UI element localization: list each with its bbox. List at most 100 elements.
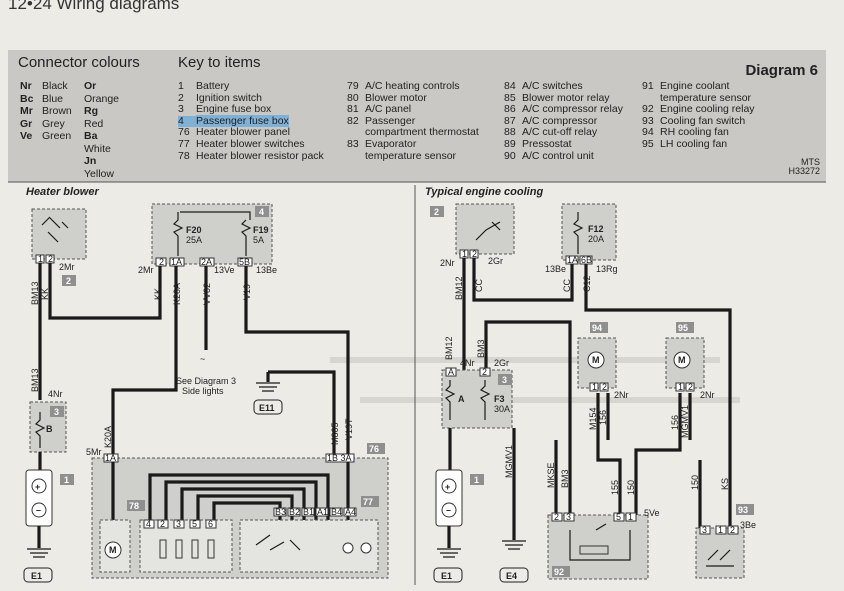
tag-77 [361,496,379,507]
key-item-text: Cooling fan switch [660,114,746,127]
key-item-text: Passenger [365,114,416,127]
term-13be: 13Be [256,265,277,275]
svg-text:B4: B4 [331,507,342,517]
key-item-text: A/C compressor [522,114,598,127]
colour-name: Green [42,130,72,142]
svg-text:B: B [46,424,53,434]
earth-e4-symbol [502,540,526,550]
blower-motor [104,541,122,559]
colour-row: OrOrange [84,80,119,105]
tag-92-text: 92 [554,567,564,577]
label-cc-b: CC [562,279,572,292]
ignition-switch-c-contacts [475,221,501,241]
label-156-b: 156 [670,415,680,430]
svg-text:5: 5 [616,512,621,522]
svg-text:A4: A4 [345,507,356,517]
svg-text:B2: B2 [289,507,300,517]
key-item-text: Engine cooling relay [660,103,755,116]
colour-row: RgRed [84,105,119,130]
fuse-f12-symbol [572,212,584,254]
label-kk-b: KK [153,288,163,300]
key-to-items-title: Key to items [178,54,261,71]
colour-code: Mr [20,105,33,117]
tag-93-text: 93 [738,505,748,515]
colour-name: Black [42,80,68,92]
colour-code: Gr [20,117,33,130]
label-150-a: 150 [626,480,636,495]
key-item-number: 89 [504,137,516,150]
earth-e1-label-c: E1 [441,571,452,581]
wire-k20a [111,266,178,458]
tag-3-text: 3 [54,407,59,417]
tag-4 [255,206,269,217]
term-2gr-c2: 2Gr [494,358,509,368]
key-item-text: Engine fuse box [196,103,272,116]
earth-e4-label: E4 [506,571,517,581]
svg-text:2: 2 [602,382,607,392]
label-v19: V19 [242,284,252,300]
svg-text:M: M [678,355,686,365]
svg-text:1A: 1A [105,453,116,463]
ignition-switch-c [455,203,515,255]
key-item: temperature sensor [642,91,755,105]
label-156-a: 156 [598,410,608,425]
connector-colours-title: Connector colours [18,54,140,71]
fuse-a-f3-symbols [444,380,491,420]
key-item-text: temperature sensor [365,149,457,162]
page-header: 12•24 Wiring diagrams [0,0,844,44]
key-item-text: LH cooling fan [660,137,728,150]
svg-text:1: 1 [718,525,723,535]
svg-text:5: 5 [192,519,197,529]
colour-code: Ve [20,130,33,142]
label-cc: CC [474,279,484,292]
svg-text:+: + [445,482,450,492]
passenger-fuse-box [151,203,273,265]
svg-text:M: M [592,355,600,365]
cooling-fan-switch [695,527,745,579]
svg-text:3: 3 [176,519,181,529]
tag-3-c [498,374,512,385]
battery-h [25,469,53,527]
int-wire-3 [164,480,318,520]
colour-name: Red [84,117,104,130]
svg-text:2: 2 [730,525,735,535]
fuse-f19: F19 [253,225,269,235]
key-item-text: A/C compressor relay [522,103,623,116]
key-item-text: Heater blower resistor pack [196,149,324,162]
svg-text:2: 2 [48,254,53,264]
colour-name: Grey [42,117,65,130]
mts-text: MTS [801,157,820,167]
key-item-text: Passenger fuse box [196,114,289,127]
svg-text:1B 3A: 1B 3A [327,453,352,463]
colour-row: JnYellow [84,155,119,180]
fuse-b-symbol [34,412,46,448]
colour-name: Orange [84,92,120,105]
term-3be: 3Be [740,520,756,530]
colour-code: Bc [20,92,34,105]
colour-row: BaWhite [84,130,119,155]
svg-text:+: + [35,482,40,492]
key-item-number: 2 [178,91,184,104]
tag-1 [60,474,74,485]
key-item: compartment thermostat [347,127,479,139]
key-item-text: temperature sensor [660,91,752,104]
term-2nr-c: 2Nr [440,258,455,268]
term-13ve: 13Ve [214,265,235,275]
svg-text:4: 4 [146,519,151,529]
colour-code: Ba [84,130,98,142]
